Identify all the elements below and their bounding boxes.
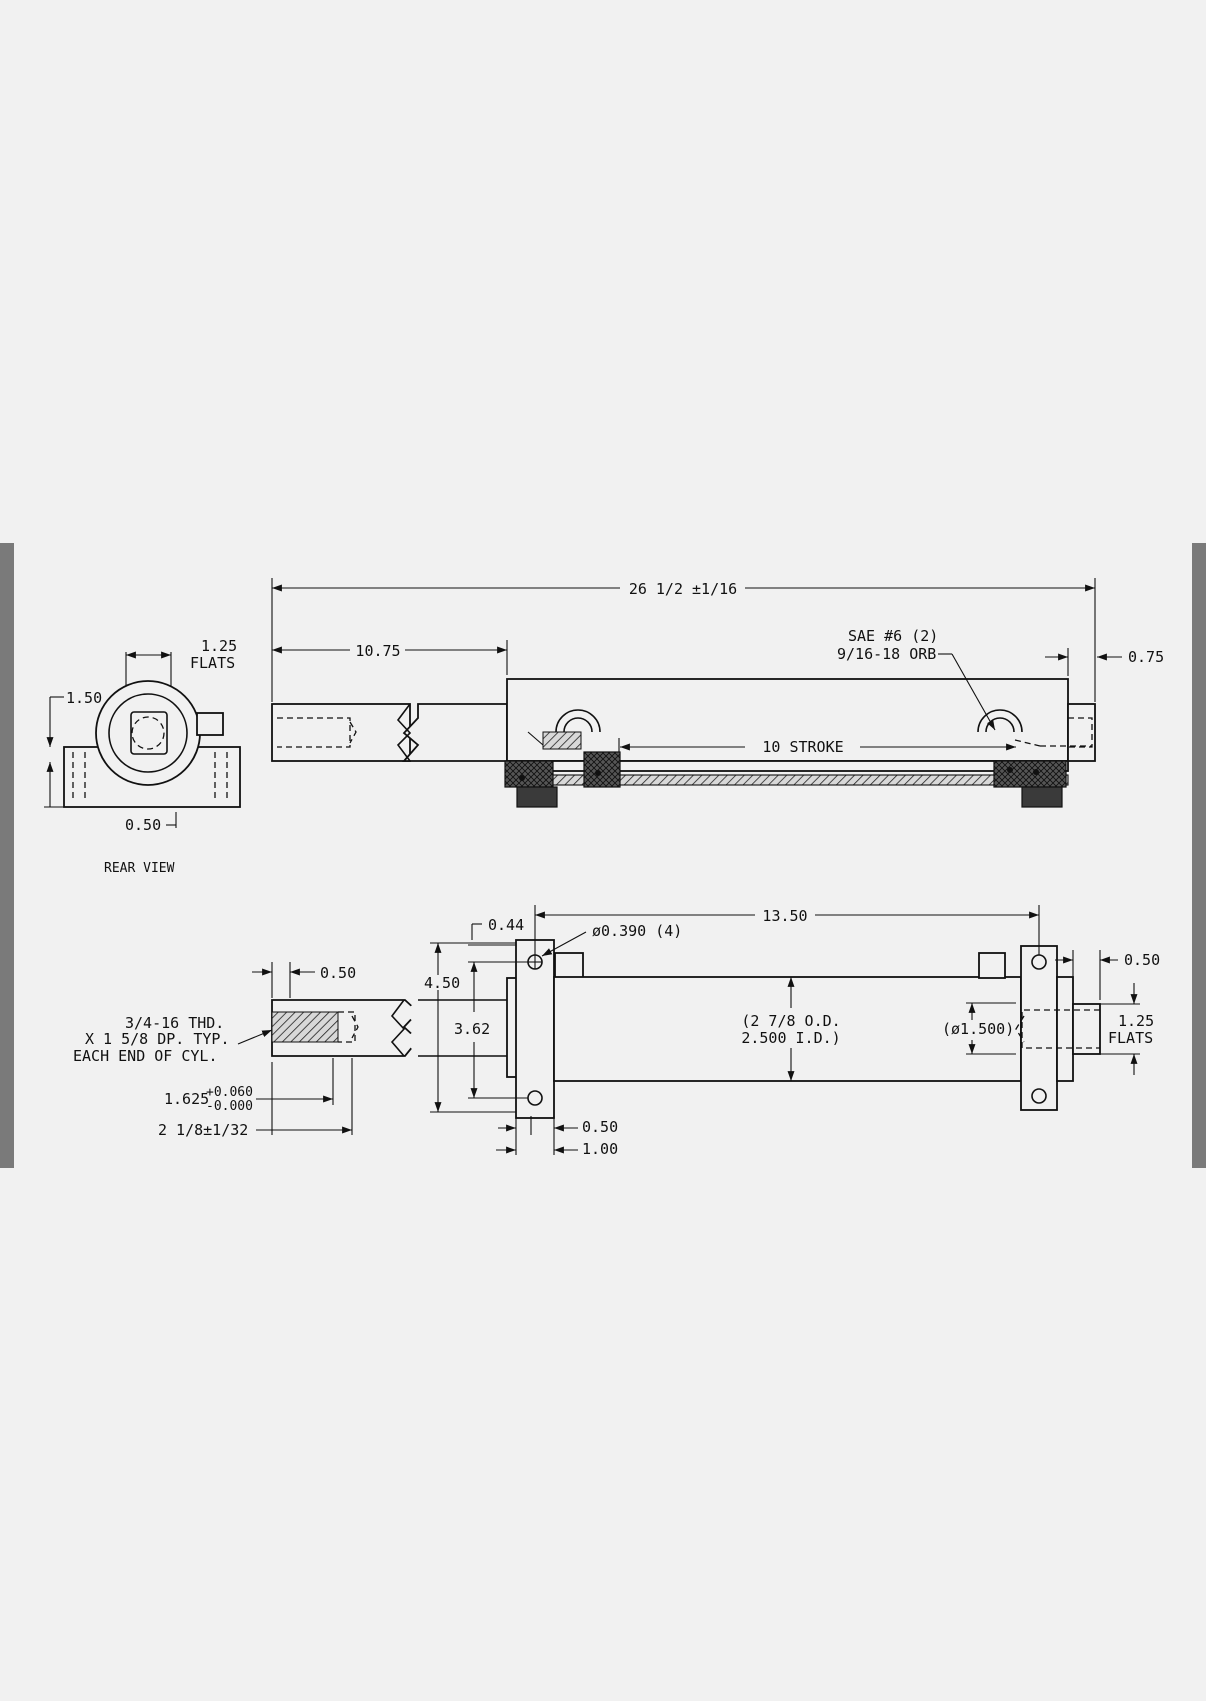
- rod-dia-tol-minus: -0.000: [206, 1099, 253, 1114]
- flange-thickness-dimension: 0.50: [582, 1118, 618, 1136]
- rear-view: 1.25 FLATS 1.50 0.50 REAR VIEW: [44, 637, 241, 876]
- hole-offset-dimension: 0.44: [488, 916, 524, 934]
- side-view: 26 1/2 ±1/16 10.75 0.75 10 STRO: [271, 578, 1164, 808]
- flange-width-dimension: 1.00: [582, 1140, 618, 1158]
- thread-length-dimension: 0.50: [320, 964, 356, 982]
- rear-offset-dimension: 0.50: [125, 816, 161, 834]
- tube-length-dimension: 13.50: [762, 907, 807, 925]
- thread-callout-line-2: X 1 5/8 DP. TYP.: [85, 1030, 230, 1048]
- rear-height-dimension: 1.50: [66, 689, 102, 707]
- thread-callout-line-1: 3/4-16 THD.: [125, 1014, 224, 1032]
- right-flats-dimension: 1.25: [1118, 1012, 1154, 1030]
- rear-view-title: REAR VIEW: [104, 861, 175, 876]
- hole-callout: ø0.390 (4): [592, 922, 682, 940]
- end-offset-dimension: 0.75: [1128, 648, 1164, 666]
- right-flats-label: FLATS: [1108, 1029, 1153, 1047]
- right-offset-dimension: 0.50: [1124, 951, 1160, 969]
- flange-height-dimension: 4.50: [424, 974, 460, 992]
- rear-flats-label: FLATS: [190, 654, 235, 672]
- clevis-dia-dimension: (ø1.500): [942, 1020, 1014, 1038]
- stroke-dimension: 10 STROKE: [762, 738, 843, 756]
- tube-od-dimension: (2 7/8 O.D.: [741, 1012, 840, 1030]
- right-margin-bar: [1192, 543, 1206, 1168]
- rear-flats-dimension: 1.25: [201, 637, 237, 655]
- top-view: 0.50 3/4-16 THD. X 1 5/8 DP. TYP. EACH E…: [73, 905, 1160, 1158]
- port-label-line-2: 9/16-18 ORB: [837, 645, 936, 663]
- overall-length-dimension: 26 1/2 ±1/16: [629, 580, 737, 598]
- hole-spacing-dimension: 3.62: [454, 1020, 490, 1038]
- port-label-line-1: SAE #6 (2): [848, 627, 938, 645]
- rod-dia-tol-plus: +0.060: [206, 1085, 253, 1100]
- left-margin-bar: [0, 543, 14, 1168]
- rod-dia-dimension: 1.625: [164, 1090, 209, 1108]
- thread-callout-line-3: EACH END OF CYL.: [73, 1047, 218, 1065]
- rod-end-length-dimension: 2 1/8±1/32: [158, 1121, 248, 1139]
- tube-id-dimension: 2.500 I.D.): [741, 1029, 840, 1047]
- rod-extension-dimension: 10.75: [355, 642, 400, 660]
